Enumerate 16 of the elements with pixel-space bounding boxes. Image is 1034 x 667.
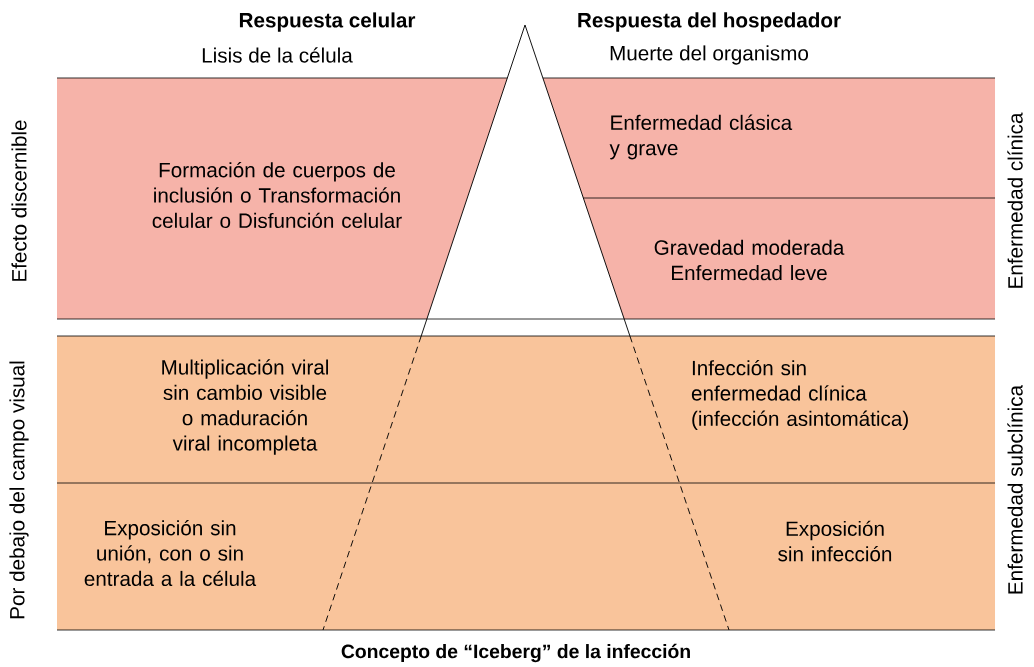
column-subheading: Muerte del organismo [610,45,809,65]
axis-label: Por debajo del campo visual [9,361,29,619]
caption: Concepto de “Iceberg” de la infección [341,643,690,663]
cell-text: Formación de cuerpos de inclusión o Transformación celular o Disfunción celular [152,161,402,229]
axis-label: Enfermedad subclínica [1007,384,1023,594]
column-heading: Respuesta celular [239,12,416,32]
cell-text: Gravedad moderada Enfermedad leve [654,239,845,281]
column-heading: Respuesta del hospedador [578,12,841,32]
cell-text: Infección sin enfermedad clínica (infección asintomática) [691,359,908,431]
cell-text: Multiplicación viral sin cambio visible o maduración viral incompleta [162,359,328,455]
cell-text: Exposición sin infección [778,520,892,562]
cell-text: Enfermedad clásica y grave [609,114,793,160]
column-subheading: Lisis de la célula [202,47,353,63]
cell-text: Exposición sin unión, con o sin entrada a la célula [84,520,257,587]
axis-label: Efecto discernible [11,120,27,281]
axis-label: Enfermedad clínica [1007,112,1023,288]
